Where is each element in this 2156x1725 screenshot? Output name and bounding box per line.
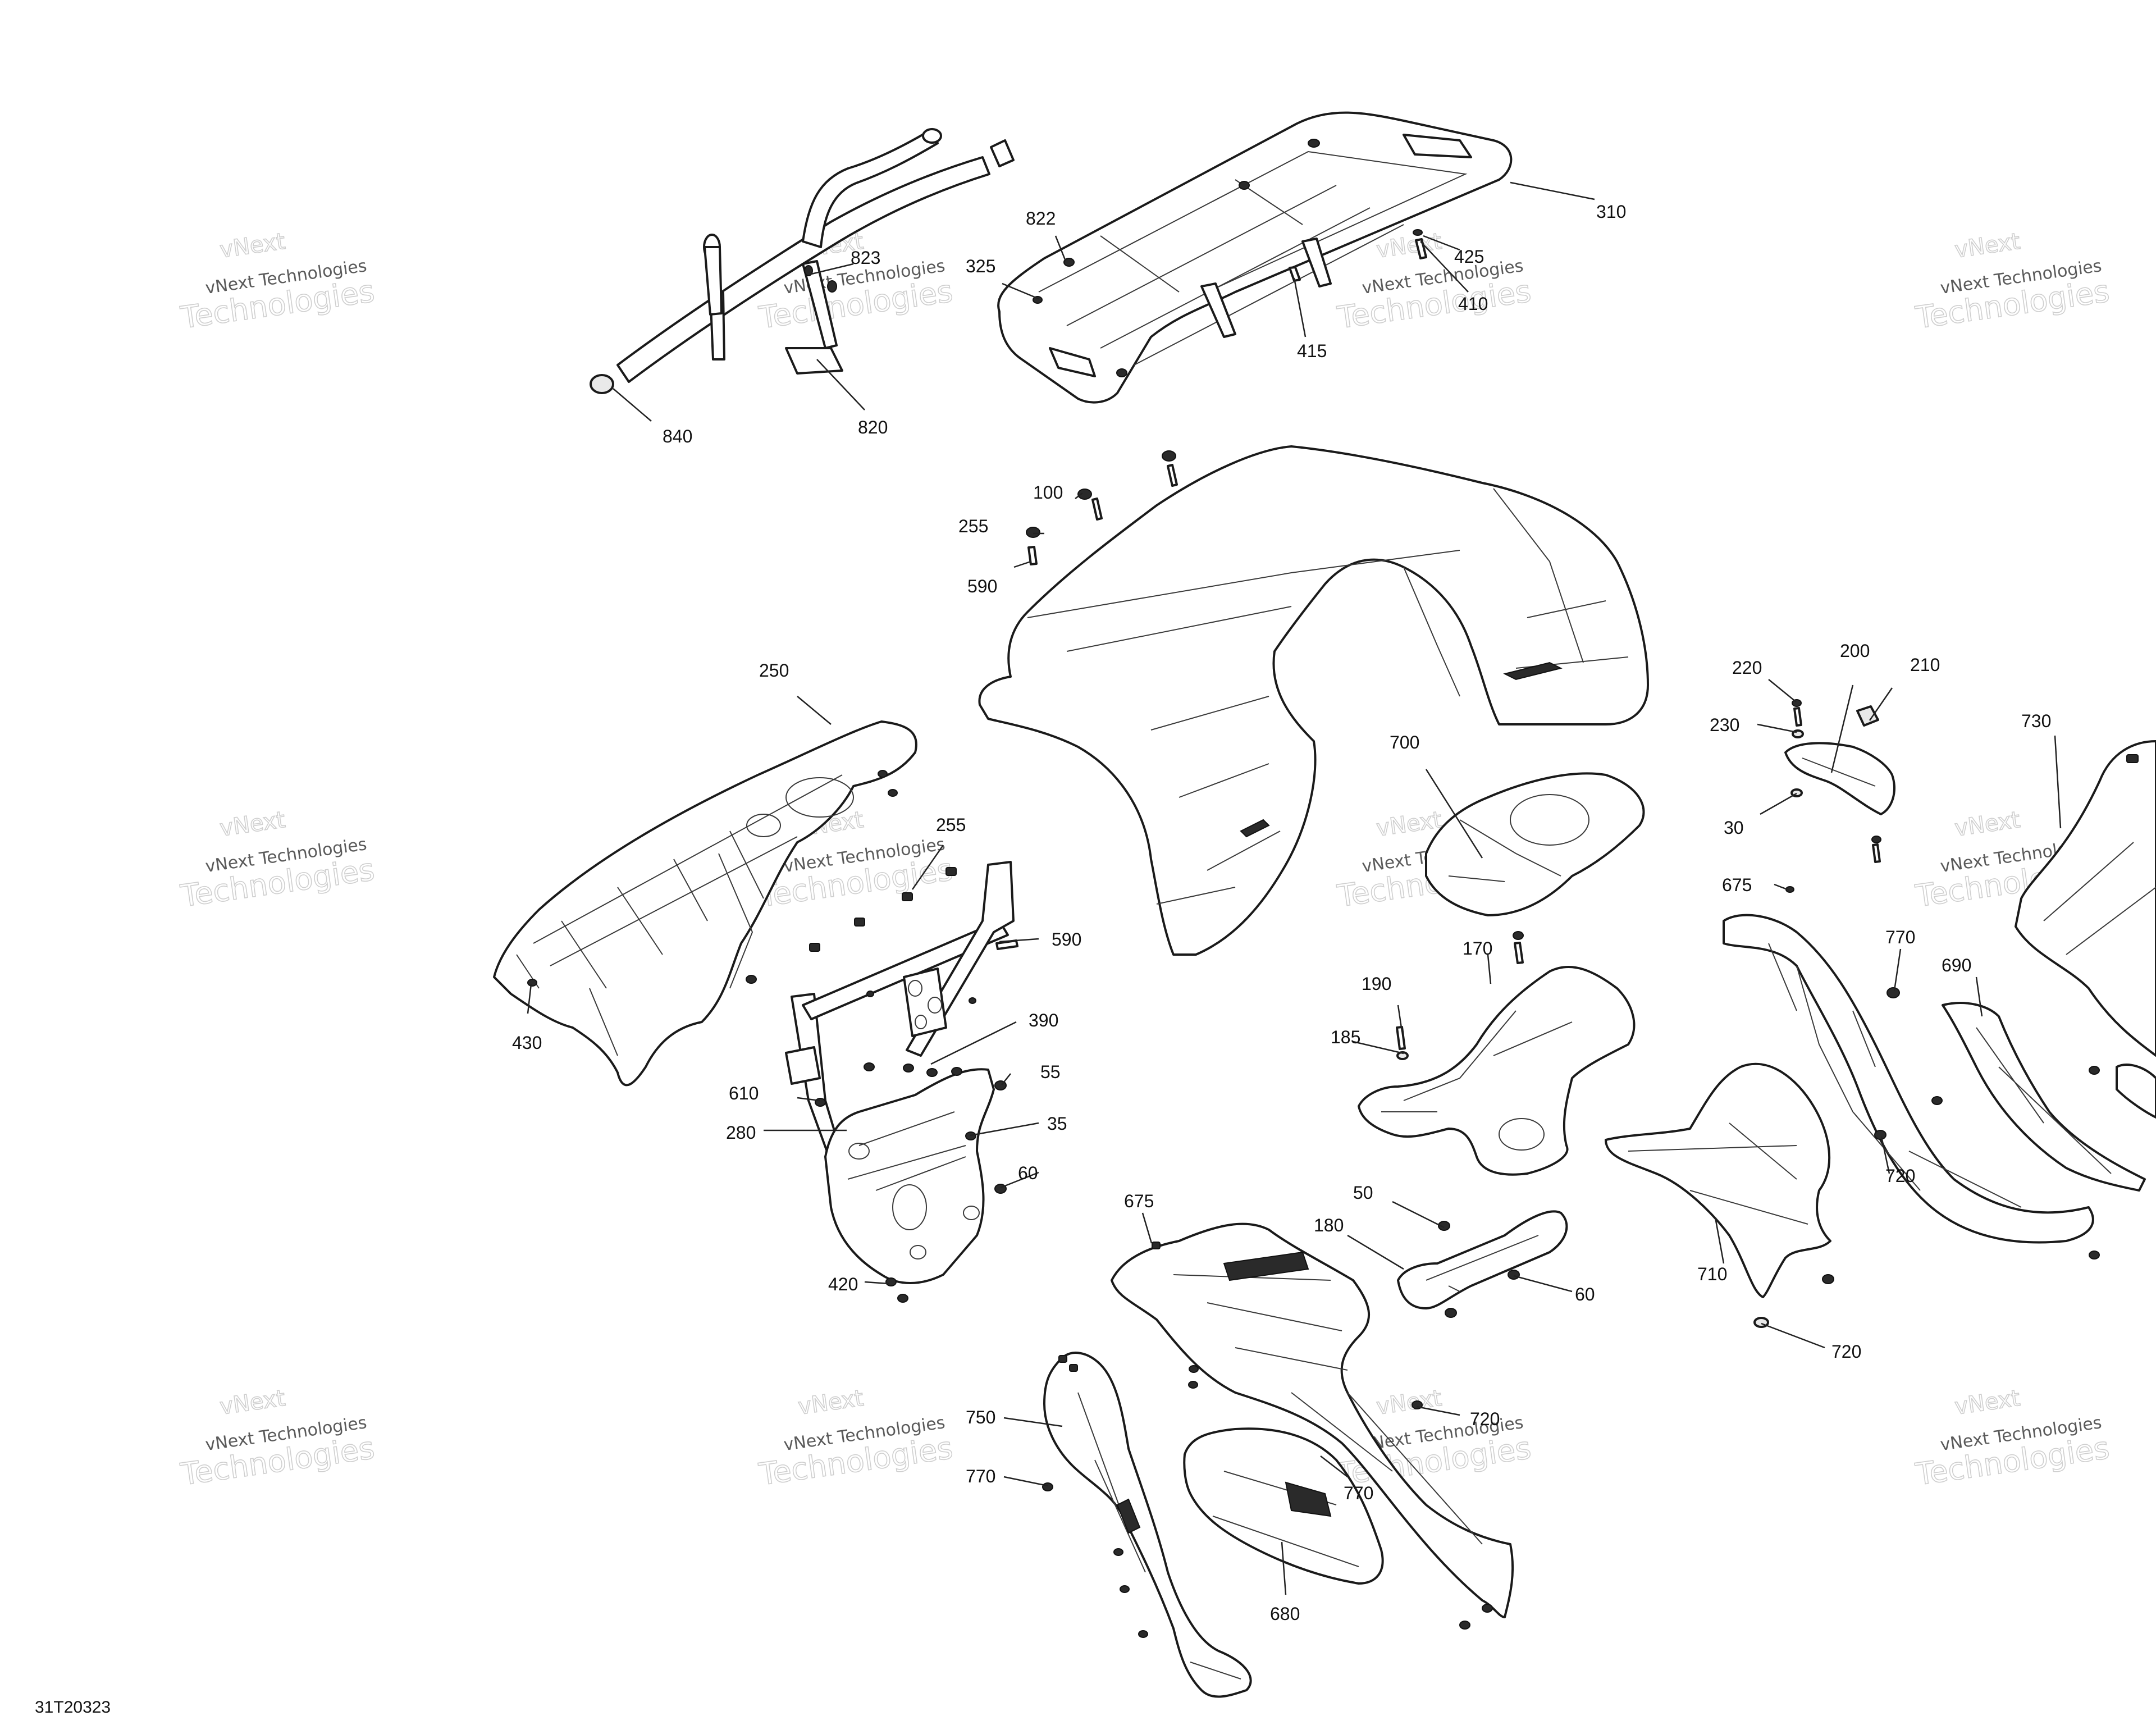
watermark-top-right: vNext vNext Technologies Technologies xyxy=(1913,228,2112,336)
callout-720-bottom-right: 720 xyxy=(1831,1341,1861,1362)
callout-822: 822 xyxy=(1026,208,1056,229)
watermark-text-vnext: vNext xyxy=(1375,807,1444,842)
callout-310: 310 xyxy=(1596,202,1626,222)
callout-430: 430 xyxy=(512,1033,542,1053)
callout-185: 185 xyxy=(1331,1027,1360,1047)
callout-60-right: 60 xyxy=(1575,1284,1595,1304)
footrest-frame xyxy=(785,861,1015,1163)
callout-710: 710 xyxy=(1697,1264,1727,1284)
callout-325: 325 xyxy=(966,256,995,276)
document-number: 31T20323 xyxy=(35,1698,111,1717)
watermark-text-vnext: vNext xyxy=(1953,807,2022,842)
callout-680: 680 xyxy=(1270,1604,1300,1624)
console-fasteners xyxy=(1396,931,1524,1060)
callout-410: 410 xyxy=(1458,294,1488,314)
callout-820: 820 xyxy=(858,417,888,437)
watermark-text-vnext: vNext xyxy=(1953,229,2022,263)
leader-lines xyxy=(527,181,2062,1595)
callout-590-mid: 590 xyxy=(1052,929,1081,950)
callout-250: 250 xyxy=(759,660,789,681)
rear-grab-tube-assembly xyxy=(616,128,990,383)
callout-690: 690 xyxy=(1942,955,1971,975)
callout-700: 700 xyxy=(1390,732,1419,752)
rear-rack xyxy=(997,111,1513,404)
watermark-text-vnext: vNext xyxy=(797,1385,865,1420)
watermark-text-vnext: vNext xyxy=(218,807,287,842)
rack-fasteners xyxy=(1033,229,1427,304)
panel-690 xyxy=(1942,1002,2156,1192)
bracket-180 xyxy=(1397,1210,1568,1309)
callout-170: 170 xyxy=(1463,938,1492,959)
watermark-bottom-left: vNext vNext Technologies Technologies xyxy=(178,1385,377,1493)
watermark-text-vnext: vNext xyxy=(1953,1385,2022,1420)
callout-720-right: 720 xyxy=(1885,1166,1915,1186)
callout-770-right: 770 xyxy=(1885,927,1915,947)
rear-fender-body xyxy=(978,445,1649,956)
callout-720-bottom: 720 xyxy=(1470,1409,1500,1429)
watermark-bottom-right: vNext vNext Technologies Technologies xyxy=(1913,1385,2112,1493)
end-cap-840 xyxy=(590,374,614,394)
callout-190: 190 xyxy=(1362,974,1391,994)
side-panel-fasteners xyxy=(527,770,898,987)
callout-55: 55 xyxy=(1040,1062,1061,1082)
callout-675-right: 675 xyxy=(1722,875,1752,895)
callout-415: 415 xyxy=(1297,341,1327,361)
grab-bracket-200 xyxy=(1784,742,1895,815)
callout-210: 210 xyxy=(1910,655,1940,675)
callout-770-center: 770 xyxy=(1344,1483,1373,1503)
footrest-frame-fasteners xyxy=(809,867,1018,1004)
fender-fasteners xyxy=(1026,450,1178,565)
callout-30: 30 xyxy=(1724,818,1744,838)
console-700 xyxy=(1425,772,1645,916)
callout-280: 280 xyxy=(726,1122,756,1143)
panel-750 xyxy=(1043,1352,1252,1698)
callout-750: 750 xyxy=(966,1407,995,1427)
footrest-bracket xyxy=(824,1068,995,1284)
callout-50: 50 xyxy=(1353,1183,1373,1203)
callout-840: 840 xyxy=(663,426,692,446)
watermark-text-vnext: vNext xyxy=(1375,1385,1444,1420)
callout-590-top: 590 xyxy=(967,576,997,596)
callout-390: 390 xyxy=(1029,1010,1058,1030)
right-side-panel-fasteners xyxy=(1753,886,2100,1328)
callout-180: 180 xyxy=(1314,1215,1344,1235)
console-frame-170 xyxy=(1358,966,1636,1176)
callout-255-top: 255 xyxy=(958,516,988,536)
callout-220: 220 xyxy=(1732,658,1762,678)
callout-60-left: 60 xyxy=(1018,1163,1038,1183)
callout-200: 200 xyxy=(1840,641,1870,661)
callout-230: 230 xyxy=(1710,715,1739,735)
left-side-panel xyxy=(493,720,917,1087)
panel-710 xyxy=(1605,1062,1831,1298)
callout-675-bottom: 675 xyxy=(1124,1191,1154,1211)
end-cap-upper xyxy=(990,139,1015,167)
watermark-text-vnext: vNext xyxy=(218,1385,287,1420)
right-panel-730 xyxy=(2015,740,2156,1057)
callout-770-left: 770 xyxy=(966,1466,995,1486)
footwell-panel-675 xyxy=(1111,1222,1514,1618)
callout-420: 420 xyxy=(828,1274,858,1294)
watermark-top-left: vNext vNext Technologies Technologies xyxy=(178,228,377,336)
callout-823: 823 xyxy=(851,248,880,268)
callout-35: 35 xyxy=(1047,1114,1067,1134)
callout-labels: 310 425 410 415 822 823 325 840 820 100 … xyxy=(512,202,2051,1624)
callout-425: 425 xyxy=(1454,247,1484,267)
watermark-text-vnext: vNext xyxy=(218,229,287,263)
callout-610: 610 xyxy=(729,1083,759,1103)
panel-680 xyxy=(1183,1427,1384,1585)
panel-750-fasteners xyxy=(1042,1355,1148,1638)
watermark-mid-left: vNext vNext Technologies Technologies xyxy=(178,806,377,914)
watermark-bottom-middle: vNext vNext Technologies Technologies xyxy=(756,1385,956,1493)
callout-255-mid: 255 xyxy=(936,815,966,835)
right-side-panel-675 xyxy=(1723,914,2094,1244)
callout-100: 100 xyxy=(1033,482,1063,503)
callout-730: 730 xyxy=(2021,711,2051,731)
